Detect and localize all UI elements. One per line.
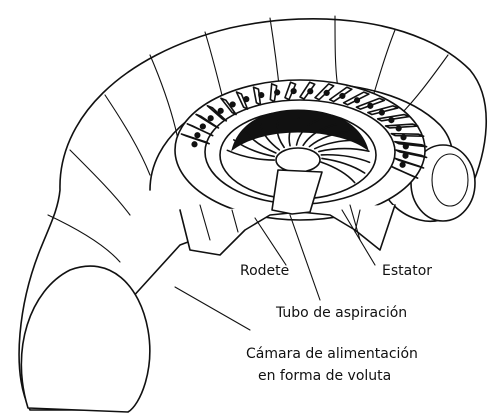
label-spiral-casing-line2: en forma de voluta <box>258 368 391 384</box>
vane-pivot <box>195 133 200 138</box>
vane-pivot <box>379 110 384 115</box>
vane-pivot <box>400 162 405 167</box>
vane-pivot <box>244 97 249 102</box>
vane-pivot <box>389 118 394 123</box>
vane-pivot <box>192 142 197 147</box>
vane-pivot <box>308 89 313 94</box>
vane-pivot <box>354 98 359 103</box>
vane-pivot <box>218 108 223 113</box>
vane-pivot <box>200 124 205 129</box>
label-stator: Estator <box>382 263 432 279</box>
label-spiral-casing-line1: Cámara de alimentación <box>246 346 418 362</box>
vane-pivot <box>259 92 264 97</box>
guide-vane <box>391 134 423 137</box>
vane-pivot <box>403 153 408 158</box>
vane-pivot <box>291 89 296 94</box>
vane-pivot <box>403 144 408 149</box>
label-runner: Rodete <box>240 263 289 279</box>
label-draft-tube: Tubo de aspiración <box>275 305 407 321</box>
vane-pivot <box>368 103 373 108</box>
vane-pivot <box>275 90 280 95</box>
vane-pivot <box>401 135 406 140</box>
vane-pivot <box>340 93 345 98</box>
vane-pivot <box>396 126 401 131</box>
vane-pivot <box>208 116 213 121</box>
vane-pivot <box>230 102 235 107</box>
vane-pivot <box>324 90 329 95</box>
